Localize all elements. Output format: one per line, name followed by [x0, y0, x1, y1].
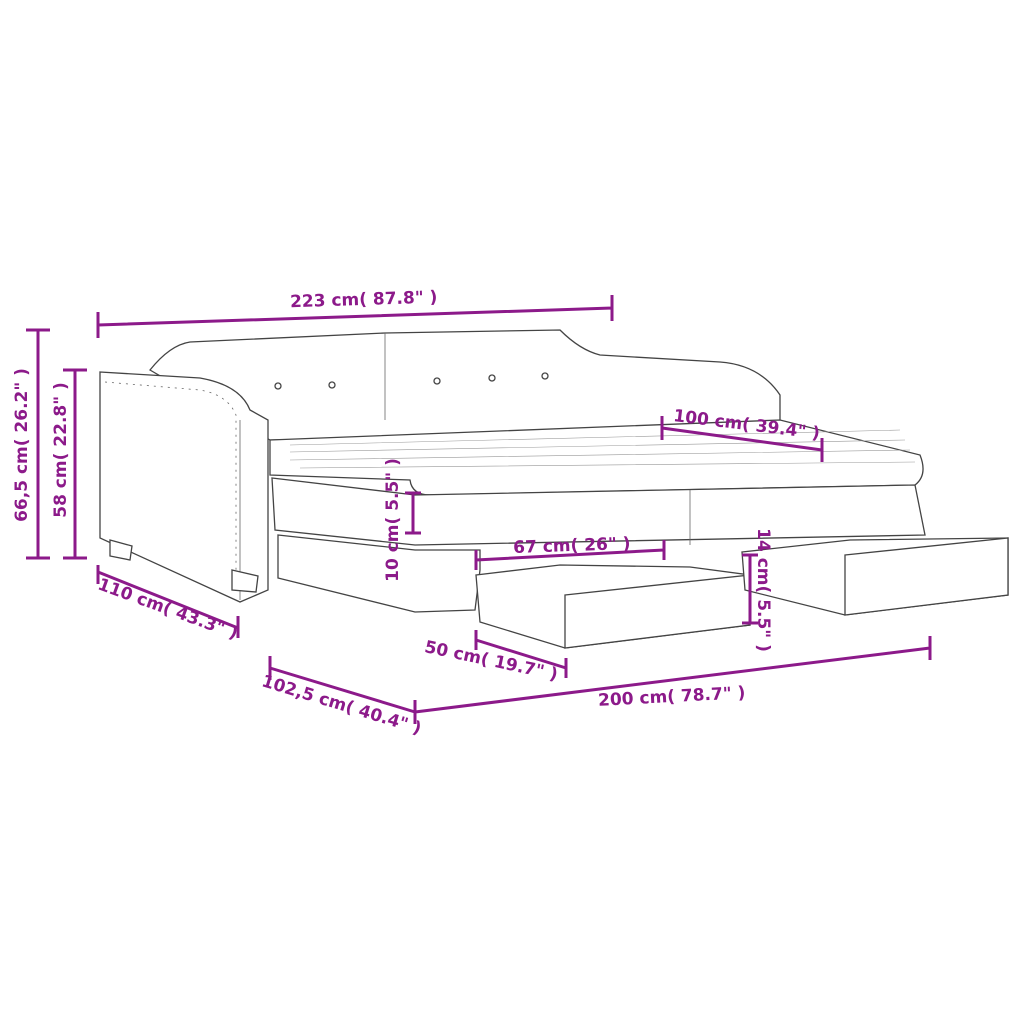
button-tuft	[274, 382, 282, 390]
dim-line-depth	[96, 565, 240, 638]
button-tuft	[328, 381, 336, 389]
dim-line-total-width	[96, 295, 614, 338]
left-leg	[231, 569, 259, 593]
dim-line-drawer-height	[742, 553, 758, 625]
dimension-lines	[26, 295, 932, 724]
dim-line-drawer-width	[474, 540, 666, 570]
backrest	[149, 329, 781, 441]
dim-line-armrest-height	[63, 368, 87, 560]
dim-line-mattress-thickness	[405, 491, 421, 535]
label-armrest-height: 58 cm( 22.8" )	[51, 382, 71, 518]
label-drawer-height: 14 cm( 5.5" )	[753, 528, 773, 652]
label-total-height: 66,5 cm( 26.2" )	[12, 368, 32, 522]
left-drawer-front	[564, 574, 751, 649]
mattress-texture	[289, 429, 916, 469]
left-back-leg	[109, 539, 133, 561]
daybed-drawing	[99, 329, 1009, 649]
dim-line-drawer-depth	[474, 630, 568, 678]
left-armrest	[99, 371, 269, 603]
label-drawer-width: 67 cm( 26" )	[513, 534, 631, 558]
label-total-width: 223 cm( 87.8" )	[290, 288, 438, 313]
bed-base	[271, 477, 926, 546]
trundle	[277, 534, 481, 613]
button-tuft	[488, 374, 496, 382]
button-tuft	[433, 377, 441, 385]
right-drawer-front	[844, 537, 1009, 616]
dim-line-total-height	[26, 328, 50, 560]
label-mattress-thickness: 10 cm( 5.5" )	[383, 458, 403, 582]
button-tuft	[541, 372, 549, 380]
dim-line-mattress-width	[660, 416, 824, 462]
label-trundle-width: 102,5 cm( 40.4" )	[259, 671, 423, 739]
dim-line-trundle-length	[414, 636, 932, 714]
